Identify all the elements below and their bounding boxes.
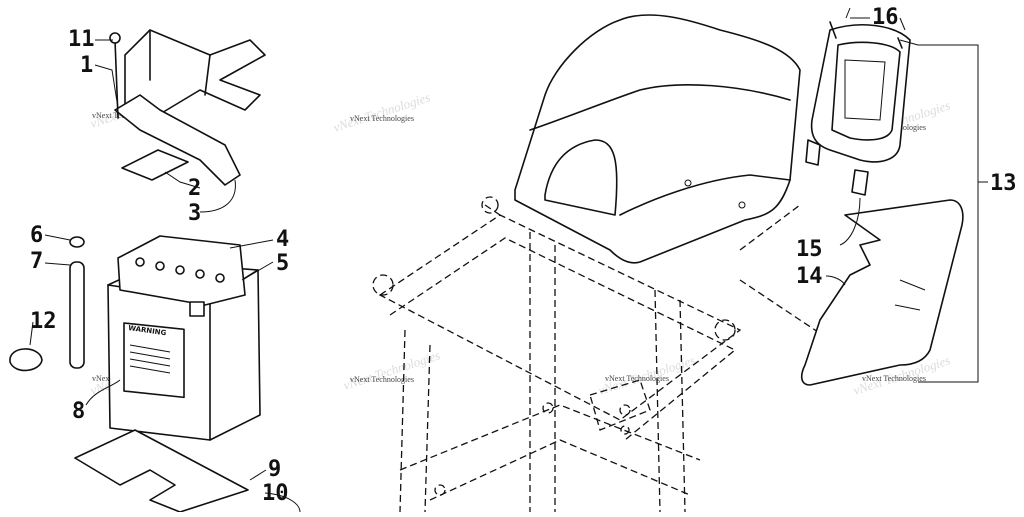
watermark-faint-2: vNext Technologies — [331, 89, 432, 134]
battery-pad — [74, 429, 249, 513]
watermark-2: vNext Technologies — [350, 114, 414, 123]
watermark-8: vNext Technologies — [862, 374, 926, 383]
callout-10: 10 — [262, 481, 289, 506]
callout-9: 9 — [268, 457, 281, 482]
watermark-6: vNext Technologies — [350, 375, 414, 384]
battery-warning-label — [123, 322, 185, 399]
callout-7: 7 — [30, 249, 43, 274]
vent-tube — [9, 236, 85, 372]
callout-14: 14 — [796, 264, 823, 289]
callout-3: 3 — [188, 201, 201, 226]
callout-15: 15 — [796, 237, 823, 262]
side-panel — [800, 199, 964, 386]
callout-13: 13 — [990, 171, 1017, 196]
callout-labels: 11 1 2 3 4 5 6 7 12 8 9 10 13 14 15 16 — [30, 5, 1017, 506]
callout-12: 12 — [30, 309, 57, 334]
watermark-faint-6: vNext Technologies — [341, 347, 442, 392]
seat — [514, 14, 801, 264]
battery: WARNING — [107, 235, 261, 441]
frame-assembly — [372, 196, 831, 513]
callout-4: 4 — [276, 227, 289, 252]
callout-2: 2 — [188, 176, 201, 201]
callout-8: 8 — [72, 399, 85, 424]
callout-1: 1 — [80, 53, 93, 78]
callout-5: 5 — [276, 251, 289, 276]
callout-11: 11 — [68, 27, 95, 52]
callout-16: 16 — [872, 5, 899, 30]
battery-hold-down — [109, 29, 266, 186]
taillight-assembly — [805, 21, 911, 196]
leader-lines — [29, 7, 988, 513]
watermark-7: vNext Technologies — [605, 374, 669, 383]
callout-6: 6 — [30, 223, 43, 248]
